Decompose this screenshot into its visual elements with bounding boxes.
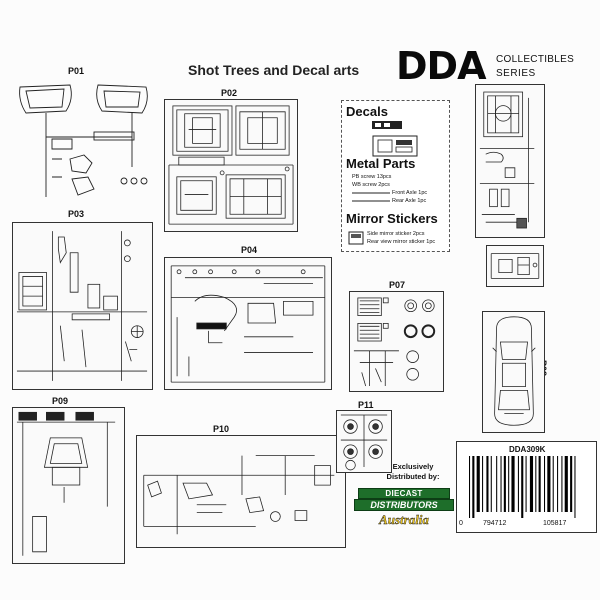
- p01-drawing: [19, 84, 148, 197]
- barcode-bar: [469, 456, 471, 518]
- barcode-bar: [490, 456, 492, 512]
- parts-tree-p07: [349, 291, 444, 392]
- barcode-bar: [552, 456, 554, 512]
- distributor-note-line-1: Exclusively: [392, 462, 434, 471]
- parts-tree-p06: [486, 245, 544, 287]
- barcode-right-digits: 105817: [543, 520, 567, 527]
- decals-metal-parts-panel: Decals Metal Parts PB screw 13pcs WB scr…: [341, 100, 450, 252]
- p02-drawing: [168, 105, 294, 225]
- barcode-first-digit: 0: [459, 520, 463, 527]
- parts-tree-p01: [12, 77, 156, 205]
- p07-drawing: [353, 297, 436, 387]
- barcode-bar: [570, 456, 573, 512]
- metal-item: Front Axle 1pc: [392, 190, 428, 196]
- p05-drawing: [479, 91, 535, 229]
- metal-item: Rear Axle 1pc: [392, 198, 427, 204]
- distributor-logo-line-1: DIECAST: [358, 488, 450, 499]
- brand-tagline-1: COLLECTIBLES: [496, 54, 575, 65]
- barcode-bar: [557, 456, 559, 512]
- distributor-logo-line-3: Australia: [379, 512, 429, 527]
- barcode-bar: [486, 456, 489, 512]
- barcode-bar: [561, 456, 563, 512]
- mirror-sticker-icon: [348, 231, 364, 245]
- brand-logo: DDA COLLECTIBLES SERIES: [396, 46, 600, 86]
- distributor-logo: DIECAST DISTRIBUTORS Australia: [354, 488, 454, 527]
- parts-tree-p02: [164, 99, 298, 232]
- parts-tree-p11: [336, 410, 392, 473]
- parts-tree-p09: [12, 407, 125, 564]
- barcode-bar: [535, 456, 537, 512]
- barcode-left-digits: 794712: [483, 520, 507, 527]
- mirror-stickers-heading: Mirror Stickers: [346, 211, 438, 226]
- distributor-note-line-2: Distributed by:: [386, 472, 440, 481]
- barcode-bar: [564, 456, 568, 512]
- parts-tree-p08: [482, 311, 545, 433]
- p08-drawing: [492, 316, 536, 426]
- p06-drawing: [490, 253, 540, 279]
- parts-tree-p04: [164, 257, 332, 390]
- barcode-bar: [538, 456, 541, 512]
- barcode-bar: [500, 456, 502, 512]
- p09-drawing: [16, 411, 116, 556]
- photo-etch-sheet: [372, 135, 418, 157]
- barcode-bar: [472, 456, 475, 518]
- p04-drawing: [170, 265, 326, 383]
- p03-drawing: [16, 231, 148, 381]
- mirror-item: Side mirror sticker 2pcs: [367, 231, 425, 237]
- barcode-bar: [544, 456, 546, 512]
- part-label-p02: P02: [221, 88, 238, 98]
- part-label-p01: P01: [68, 66, 85, 76]
- part-label-p09: P09: [52, 396, 69, 406]
- barcode-bar: [525, 456, 527, 512]
- page-title: Shot Trees and Decal arts: [188, 62, 360, 78]
- part-label-p03: P03: [68, 209, 85, 219]
- metal-parts-heading: Metal Parts: [346, 156, 416, 171]
- barcode-bar: [508, 456, 510, 512]
- distributor-note: Exclusively Distributed by:: [366, 462, 460, 482]
- part-label-p11: P11: [358, 400, 374, 410]
- barcode-bar: [511, 456, 515, 512]
- barcode-bar: [496, 456, 498, 512]
- brand-tagline-2: SERIES: [496, 68, 536, 79]
- product-code: DDA309K: [509, 445, 546, 454]
- brand-name: DDA: [396, 44, 486, 88]
- part-label-p04: P04: [241, 245, 258, 255]
- p11-drawing: [340, 414, 388, 471]
- parts-tree-p10: [136, 435, 346, 548]
- barcode-bar: [503, 456, 506, 512]
- parts-tree-p05: [475, 84, 545, 238]
- barcode-bar: [521, 456, 524, 518]
- barcode: [469, 456, 576, 518]
- product-barcode-label: DDA309K 0 794712 105817: [456, 441, 597, 533]
- barcode-bar: [482, 456, 484, 512]
- decals-heading: Decals: [346, 104, 388, 119]
- metal-item: PB screw 13pcs: [352, 174, 392, 180]
- barcode-bar: [574, 456, 576, 518]
- p10-drawing: [143, 455, 335, 535]
- parts-tree-p03: [12, 222, 153, 390]
- decal-sheet: [372, 121, 402, 129]
- part-label-p10: P10: [213, 424, 230, 434]
- mirror-item: Rear view mirror sticker 1pc: [367, 239, 436, 245]
- barcode-bar: [517, 456, 519, 512]
- barcode-bar: [547, 456, 551, 512]
- barcode-bar: [476, 456, 480, 512]
- part-label-p07: P07: [389, 280, 406, 290]
- distributor-logo-line-2: DISTRIBUTORS: [354, 499, 454, 511]
- barcode-bar: [529, 456, 534, 512]
- axle-icon: [352, 192, 390, 202]
- metal-item: WB screw 2pcs: [352, 182, 390, 188]
